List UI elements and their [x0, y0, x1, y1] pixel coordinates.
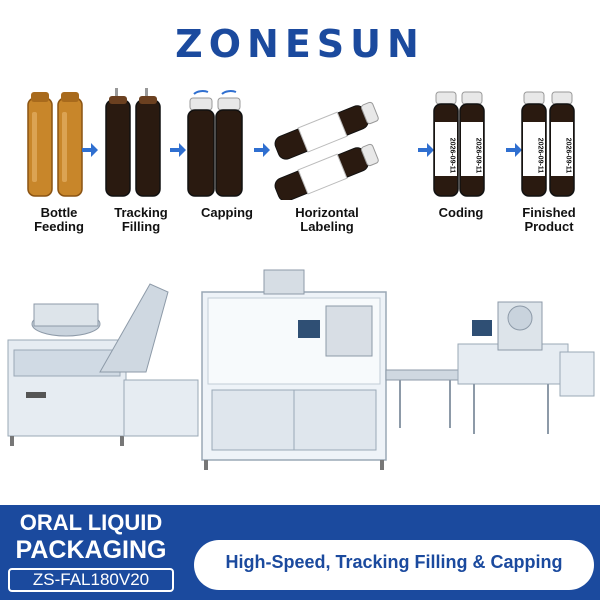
step-label: Finished Product: [522, 205, 576, 234]
step-label: Bottle Feeding: [34, 205, 84, 234]
tagline: High-Speed, Tracking Filling & Capping: [225, 552, 563, 572]
step-capping: Capping: [182, 88, 272, 238]
step-label: Tracking Filling: [114, 205, 168, 234]
step-label: Coding: [438, 205, 484, 220]
step-horizontal-labeling: Horizontal Labeling: [274, 88, 379, 238]
finished-vials-icon: [521, 91, 575, 197]
arrow-right-icon: [418, 143, 434, 157]
model-number: ZS-FAL180V20: [8, 568, 174, 592]
vial-date-code: 2026-09-11: [448, 137, 456, 174]
step-tracking-filling: Tracking Filling: [96, 88, 186, 238]
vial-date-code: 2026-09-11: [564, 137, 572, 174]
vial-date-code: 2026-09-11: [536, 137, 544, 174]
step-label: Capping: [201, 205, 253, 220]
labeling-vials-icon: [274, 101, 379, 200]
filling-vials-icon: [105, 88, 161, 197]
tagline-pill: [194, 540, 594, 590]
step-label: Horizontal Labeling: [295, 205, 359, 234]
step-bottle-feeding: Bottle Feeding: [14, 88, 104, 238]
arrow-right-icon: [254, 143, 270, 157]
step-finished-product: Finished Product: [504, 88, 594, 238]
arrow-right-icon: [170, 143, 186, 157]
coded-vials-icon: [433, 91, 485, 197]
product-type-line2: PACKAGING: [15, 536, 167, 564]
brand-logo: ZONESUN: [175, 22, 425, 66]
arrow-right-icon: [82, 143, 98, 157]
production-line-image: [7, 269, 595, 470]
step-coding: Coding: [416, 88, 506, 238]
process-steps: Bottle Feeding Tracking Filling Capping: [0, 88, 600, 238]
product-tag: [0, 505, 182, 600]
capped-vials-icon: [187, 90, 243, 197]
product-type-line1: ORAL LIQUID: [19, 510, 163, 535]
amber-vials-icon: [27, 92, 83, 197]
arrow-right-icon: [506, 143, 522, 157]
vial-date-code: 2026-09-11: [474, 137, 482, 174]
